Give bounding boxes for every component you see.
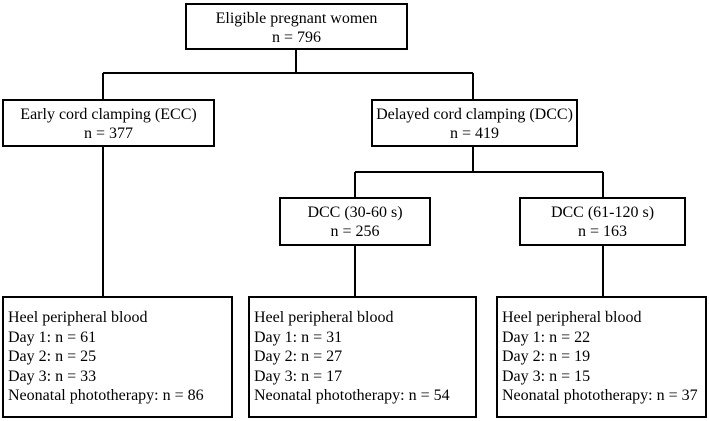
root-count: n = 796 xyxy=(271,29,322,46)
dcc-61-120-count: n = 163 xyxy=(577,223,628,240)
dcc-30-60-outcomes-day1: Day 1: n = 31 xyxy=(254,328,343,346)
dcc-61-120-box: DCC (61-120 s) n = 163 xyxy=(519,197,686,246)
ecc-title: Early cord clamping (ECC) xyxy=(20,106,197,123)
dcc-30-60-outcomes-day2: Day 2: n = 27 xyxy=(254,348,343,365)
root-box: Eligible pregnant women n = 796 xyxy=(185,3,408,50)
ecc-count: n = 377 xyxy=(83,125,134,142)
ecc-outcomes-day1: Day 1: n = 61 xyxy=(8,328,97,346)
ecc-outcomes-box: Heel peripheral blood Day 1: n = 61 Day … xyxy=(2,296,233,418)
dcc-30-60-count: n = 256 xyxy=(330,223,380,240)
dcc-30-60-outcomes-box: Heel peripheral blood Day 1: n = 31 Day … xyxy=(248,296,477,418)
dcc-61-120-outcomes-day2: Day 2: n = 19 xyxy=(502,348,591,365)
dcc-title: Delayed cord clamping (DCC) xyxy=(376,106,573,123)
ecc-outcomes-day3: Day 3: n = 33 xyxy=(8,367,97,385)
dcc-30-60-title: DCC (30-60 s) xyxy=(307,204,403,221)
ecc-outcomes-day2: Day 2: n = 25 xyxy=(8,348,97,365)
dcc-61-120-title: DCC (61-120 s) xyxy=(550,204,655,221)
root-title: Eligible pregnant women xyxy=(215,10,378,27)
dcc-61-120-outcomes-box: Heel peripheral blood Day 1: n = 22 Day … xyxy=(496,296,707,418)
dcc-count: n = 419 xyxy=(449,125,500,142)
ecc-outcomes-phototherapy: Neonatal phototherapy: n = 86 xyxy=(8,387,204,404)
dcc-30-60-outcomes-day3: Day 3: n = 17 xyxy=(254,367,343,385)
dcc-30-60-box: DCC (30-60 s) n = 256 xyxy=(279,197,431,246)
dcc-61-120-outcomes-phototherapy: Neonatal phototherapy: n = 37 xyxy=(502,387,698,404)
ecc-box: Early cord clamping (ECC) n = 377 xyxy=(2,99,215,147)
dcc-30-60-outcomes-heading: Heel peripheral blood xyxy=(254,309,394,326)
dcc-61-120-outcomes-day3: Day 3: n = 15 xyxy=(502,367,591,385)
dcc-61-120-outcomes-day1: Day 1: n = 22 xyxy=(502,328,591,346)
dcc-box: Delayed cord clamping (DCC) n = 419 xyxy=(371,99,578,147)
dcc-30-60-outcomes-phototherapy: Neonatal phototherapy: n = 54 xyxy=(254,387,450,404)
ecc-outcomes-heading: Heel peripheral blood xyxy=(8,309,148,326)
dcc-61-120-outcomes-heading: Heel peripheral blood xyxy=(502,309,642,326)
